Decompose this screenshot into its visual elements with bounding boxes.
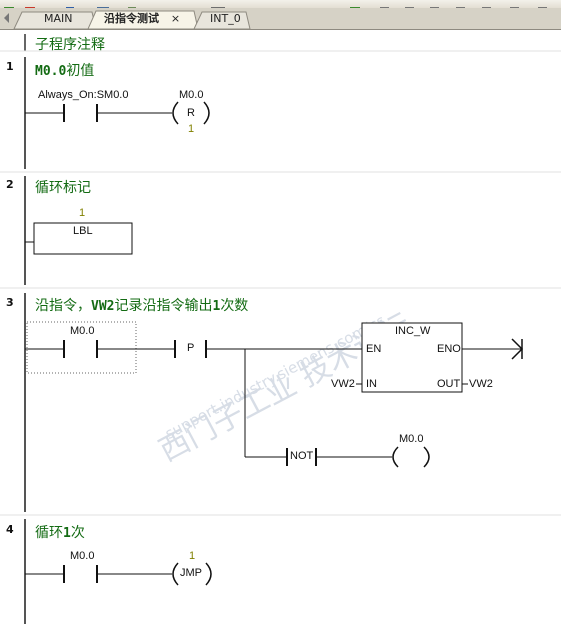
- contact-address[interactable]: Always_On:SM0.0: [38, 89, 129, 101]
- pin-out: OUT: [437, 378, 461, 390]
- tab-bar: MAIN 沿指令测试 × INT_0: [0, 8, 561, 30]
- toolbar-icon[interactable]: [482, 5, 491, 9]
- tab-edge-instruction-test[interactable]: 沿指令测试 ×: [104, 12, 181, 25]
- pin-eno: ENO: [437, 343, 461, 355]
- in-operand[interactable]: VW2: [331, 378, 355, 390]
- toolbar-icon[interactable]: [128, 5, 136, 9]
- selection-box: [26, 321, 137, 374]
- toolbar-icon[interactable]: [97, 5, 109, 9]
- program-comment[interactable]: 子程序注释: [35, 37, 105, 53]
- tab-int-0[interactable]: INT_0: [210, 12, 241, 25]
- lbl-box-title: LBL: [73, 225, 93, 237]
- inc-w-title: INC_W: [395, 325, 431, 337]
- lbl-box[interactable]: [33, 222, 133, 255]
- ladder-editor[interactable]: 西门子工业 技术论坛 support.industry.siemens.com/…: [0, 29, 561, 624]
- contact-address[interactable]: M0.0: [70, 325, 95, 337]
- inc-w-box[interactable]: [361, 322, 463, 393]
- network-2-comment[interactable]: 循环标记: [35, 180, 91, 196]
- toolbar-icon[interactable]: [456, 5, 465, 9]
- toolbar-icon[interactable]: [430, 5, 439, 9]
- toolbar-icon[interactable]: [66, 5, 74, 9]
- jmp-label: JMP: [180, 567, 202, 579]
- network-number: 4: [6, 523, 14, 536]
- network-3-rung: [25, 321, 524, 468]
- pin-in: IN: [366, 378, 377, 390]
- not-label: NOT: [290, 450, 314, 462]
- toolbar-icon[interactable]: [538, 5, 547, 9]
- coil-type: R: [187, 107, 195, 119]
- network-3-comment[interactable]: 沿指令，VW2记录沿指令输出1次数: [35, 298, 249, 314]
- coil-address[interactable]: M0.0: [399, 433, 424, 445]
- ladder-graphics: [0, 34, 561, 624]
- network-number: 3: [6, 296, 14, 309]
- tab-shapes: [4, 10, 251, 29]
- coil-address[interactable]: M0.0: [179, 89, 204, 101]
- tab-main[interactable]: MAIN: [44, 12, 73, 25]
- tab-close-icon[interactable]: ×: [170, 12, 181, 25]
- label-number[interactable]: 1: [79, 207, 86, 219]
- out-operand[interactable]: VW2: [469, 378, 493, 390]
- toolbar-icon[interactable]: [405, 5, 414, 9]
- tab-scroll-left-icon[interactable]: [4, 13, 9, 23]
- coil-right-arc: [203, 101, 210, 125]
- edge-label: P: [187, 342, 195, 354]
- network-1-comment[interactable]: M0.0初值: [35, 63, 95, 79]
- coil-left-arc: [172, 101, 179, 125]
- network-4-comment[interactable]: 循环1次: [35, 525, 85, 541]
- network-4-rung: [25, 562, 212, 586]
- toolbar-icon[interactable]: [510, 5, 519, 9]
- toolbar-icon[interactable]: [211, 5, 225, 9]
- network-number: 1: [6, 60, 14, 73]
- pin-en: EN: [366, 343, 382, 355]
- contact-address[interactable]: M0.0: [70, 550, 95, 562]
- network-number: 2: [6, 178, 14, 191]
- toolbar-icon[interactable]: [350, 5, 360, 9]
- toolbar-icon[interactable]: [380, 5, 389, 9]
- jmp-number[interactable]: 1: [189, 550, 196, 562]
- network-1-rung: [25, 101, 210, 125]
- coil-count[interactable]: 1: [188, 123, 195, 135]
